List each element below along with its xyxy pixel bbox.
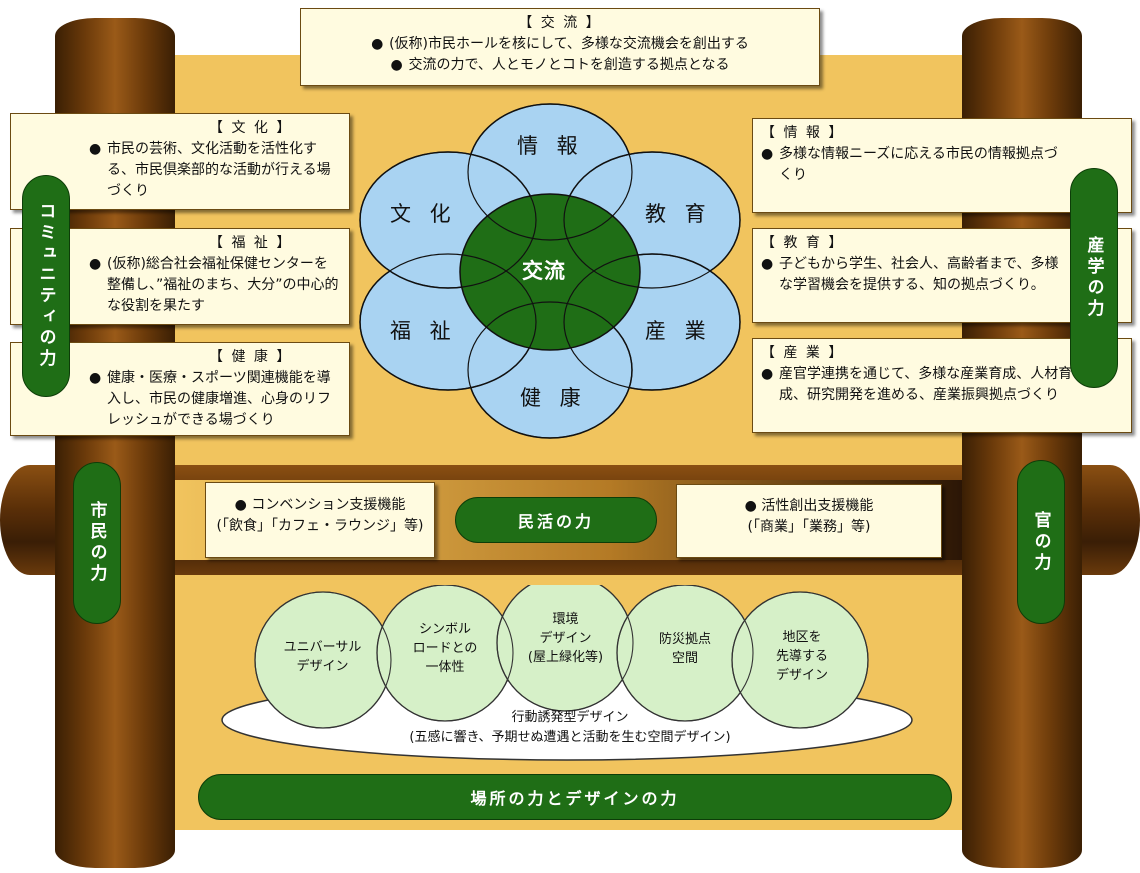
left-box-kenko: 【 健 康 】 ●健康・医療・スポーツ関連機能を導入し、市民の健康増進、心身のリ… bbox=[10, 342, 350, 436]
middle-left-line: (「飲食」「カフェ・ラウンジ」等) bbox=[216, 518, 424, 534]
pill-bashyo-design: 場所の力とデザインの力 bbox=[198, 774, 952, 820]
design-label-kankyo: 環境 デザイン (屋上緑化等) bbox=[527, 612, 604, 665]
middle-right-line: ● 活性創出支援機能 bbox=[744, 498, 874, 514]
top-box-item: ●交流の力で、人とモノとコトを創造する拠点となる bbox=[390, 57, 730, 73]
middle-left-box: ● コンベンション支援機能 (「飲食」「カフェ・ラウンジ」等) bbox=[205, 482, 435, 558]
right-box-sangyo: 【 産 業 】 ●産官学連携を通じて、多様な産業育成、人材育成、研究開発を進める… bbox=[752, 338, 1132, 433]
pill-community: コミュニティの力 bbox=[22, 175, 70, 397]
design-base-subtitle: (五感に響き、予期せぬ遭遇と活動を生む空間デザイン) bbox=[409, 730, 731, 745]
right-box-kyoiku: 【 教 育 】 ●子どもから学生、社会人、高齢者まで、多様な学習機会を提供する、… bbox=[752, 228, 1132, 323]
box-heading: 【 教 育 】 bbox=[761, 235, 845, 251]
design-label-universal: ユニバーサル デザイン bbox=[283, 640, 362, 674]
box-heading: 【 福 祉 】 bbox=[209, 235, 293, 251]
venn-label-bunka: 文 化 bbox=[390, 202, 457, 226]
design-label-chiku: 地区を 先導する デザイン bbox=[775, 630, 828, 683]
venn-label-joho: 情 報 bbox=[517, 134, 584, 158]
box-item: ●(仮称)総合社会福祉保健センターを整備し、”福祉のまち、大分”の中心的な役割を… bbox=[89, 256, 339, 314]
box-heading: 【 文 化 】 bbox=[209, 120, 293, 136]
box-heading: 【 健 康 】 bbox=[209, 349, 293, 365]
middle-right-line: (「商業」「業務」等) bbox=[747, 519, 871, 535]
pill-shimin: 市民の力 bbox=[73, 462, 121, 624]
box-heading: 【 産 業 】 bbox=[761, 345, 845, 361]
middle-right-box: ● 活性創出支援機能 (「商業」「業務」等) bbox=[676, 484, 942, 558]
venn-diagram bbox=[359, 103, 741, 439]
design-label-symbol: シンボル ロードとの 一体性 bbox=[412, 622, 478, 675]
pill-kan: 官の力 bbox=[1017, 460, 1065, 624]
pill-minkatsu: 民活の力 bbox=[455, 497, 657, 543]
venn-label-center: 交流 bbox=[522, 259, 566, 283]
design-base-title: 行動誘発型デザイン bbox=[511, 710, 629, 725]
design-label-bosai: 防災拠点 空間 bbox=[658, 632, 711, 666]
top-box-heading: 【 交 流 】 bbox=[518, 15, 602, 31]
venn-label-kyoiku: 教 育 bbox=[645, 202, 712, 226]
box-item: ●市民の芸術、文化活動を活性化する、市民倶楽部的な活動が行える場づくり bbox=[89, 141, 331, 199]
design-diagram bbox=[221, 585, 913, 761]
box-item: ●産官学連携を通じて、多様な産業育成、人材育成、研究開発を進める、産業振興拠点づ… bbox=[761, 366, 1073, 403]
top-box-koryu: 【 交 流 】 ●(仮称)市民ホールを核にして、多様な交流機会を創出する ●交流… bbox=[300, 8, 820, 86]
top-box-item: ●(仮称)市民ホールを核にして、多様な交流機会を創出する bbox=[371, 36, 749, 52]
pill-sangaku: 産学の力 bbox=[1070, 168, 1118, 388]
venn-label-kenko: 健 康 bbox=[520, 386, 587, 410]
left-box-bunka: 【 文 化 】 ●市民の芸術、文化活動を活性化する、市民倶楽部的な活動が行える場… bbox=[10, 113, 350, 210]
venn-center-koryu bbox=[459, 193, 641, 351]
box-item: ●健康・医療・スポーツ関連機能を導入し、市民の健康増進、心身のリフレッシュができ… bbox=[89, 370, 331, 428]
box-heading: 【 情 報 】 bbox=[761, 125, 845, 141]
venn-label-sangyo: 産 業 bbox=[645, 319, 712, 343]
right-box-joho: 【 情 報 】 ●多様な情報ニーズに応える市民の情報拠点づくり bbox=[752, 118, 1132, 213]
box-item: ●子どもから学生、社会人、高齢者まで、多様な学習機会を提供する、知の拠点づくり。 bbox=[761, 256, 1059, 293]
box-item: ●多様な情報ニーズに応える市民の情報拠点づくり bbox=[761, 146, 1058, 183]
venn-label-fukushi: 福 祉 bbox=[390, 319, 457, 343]
middle-left-line: ● コンベンション支援機能 bbox=[234, 497, 406, 513]
